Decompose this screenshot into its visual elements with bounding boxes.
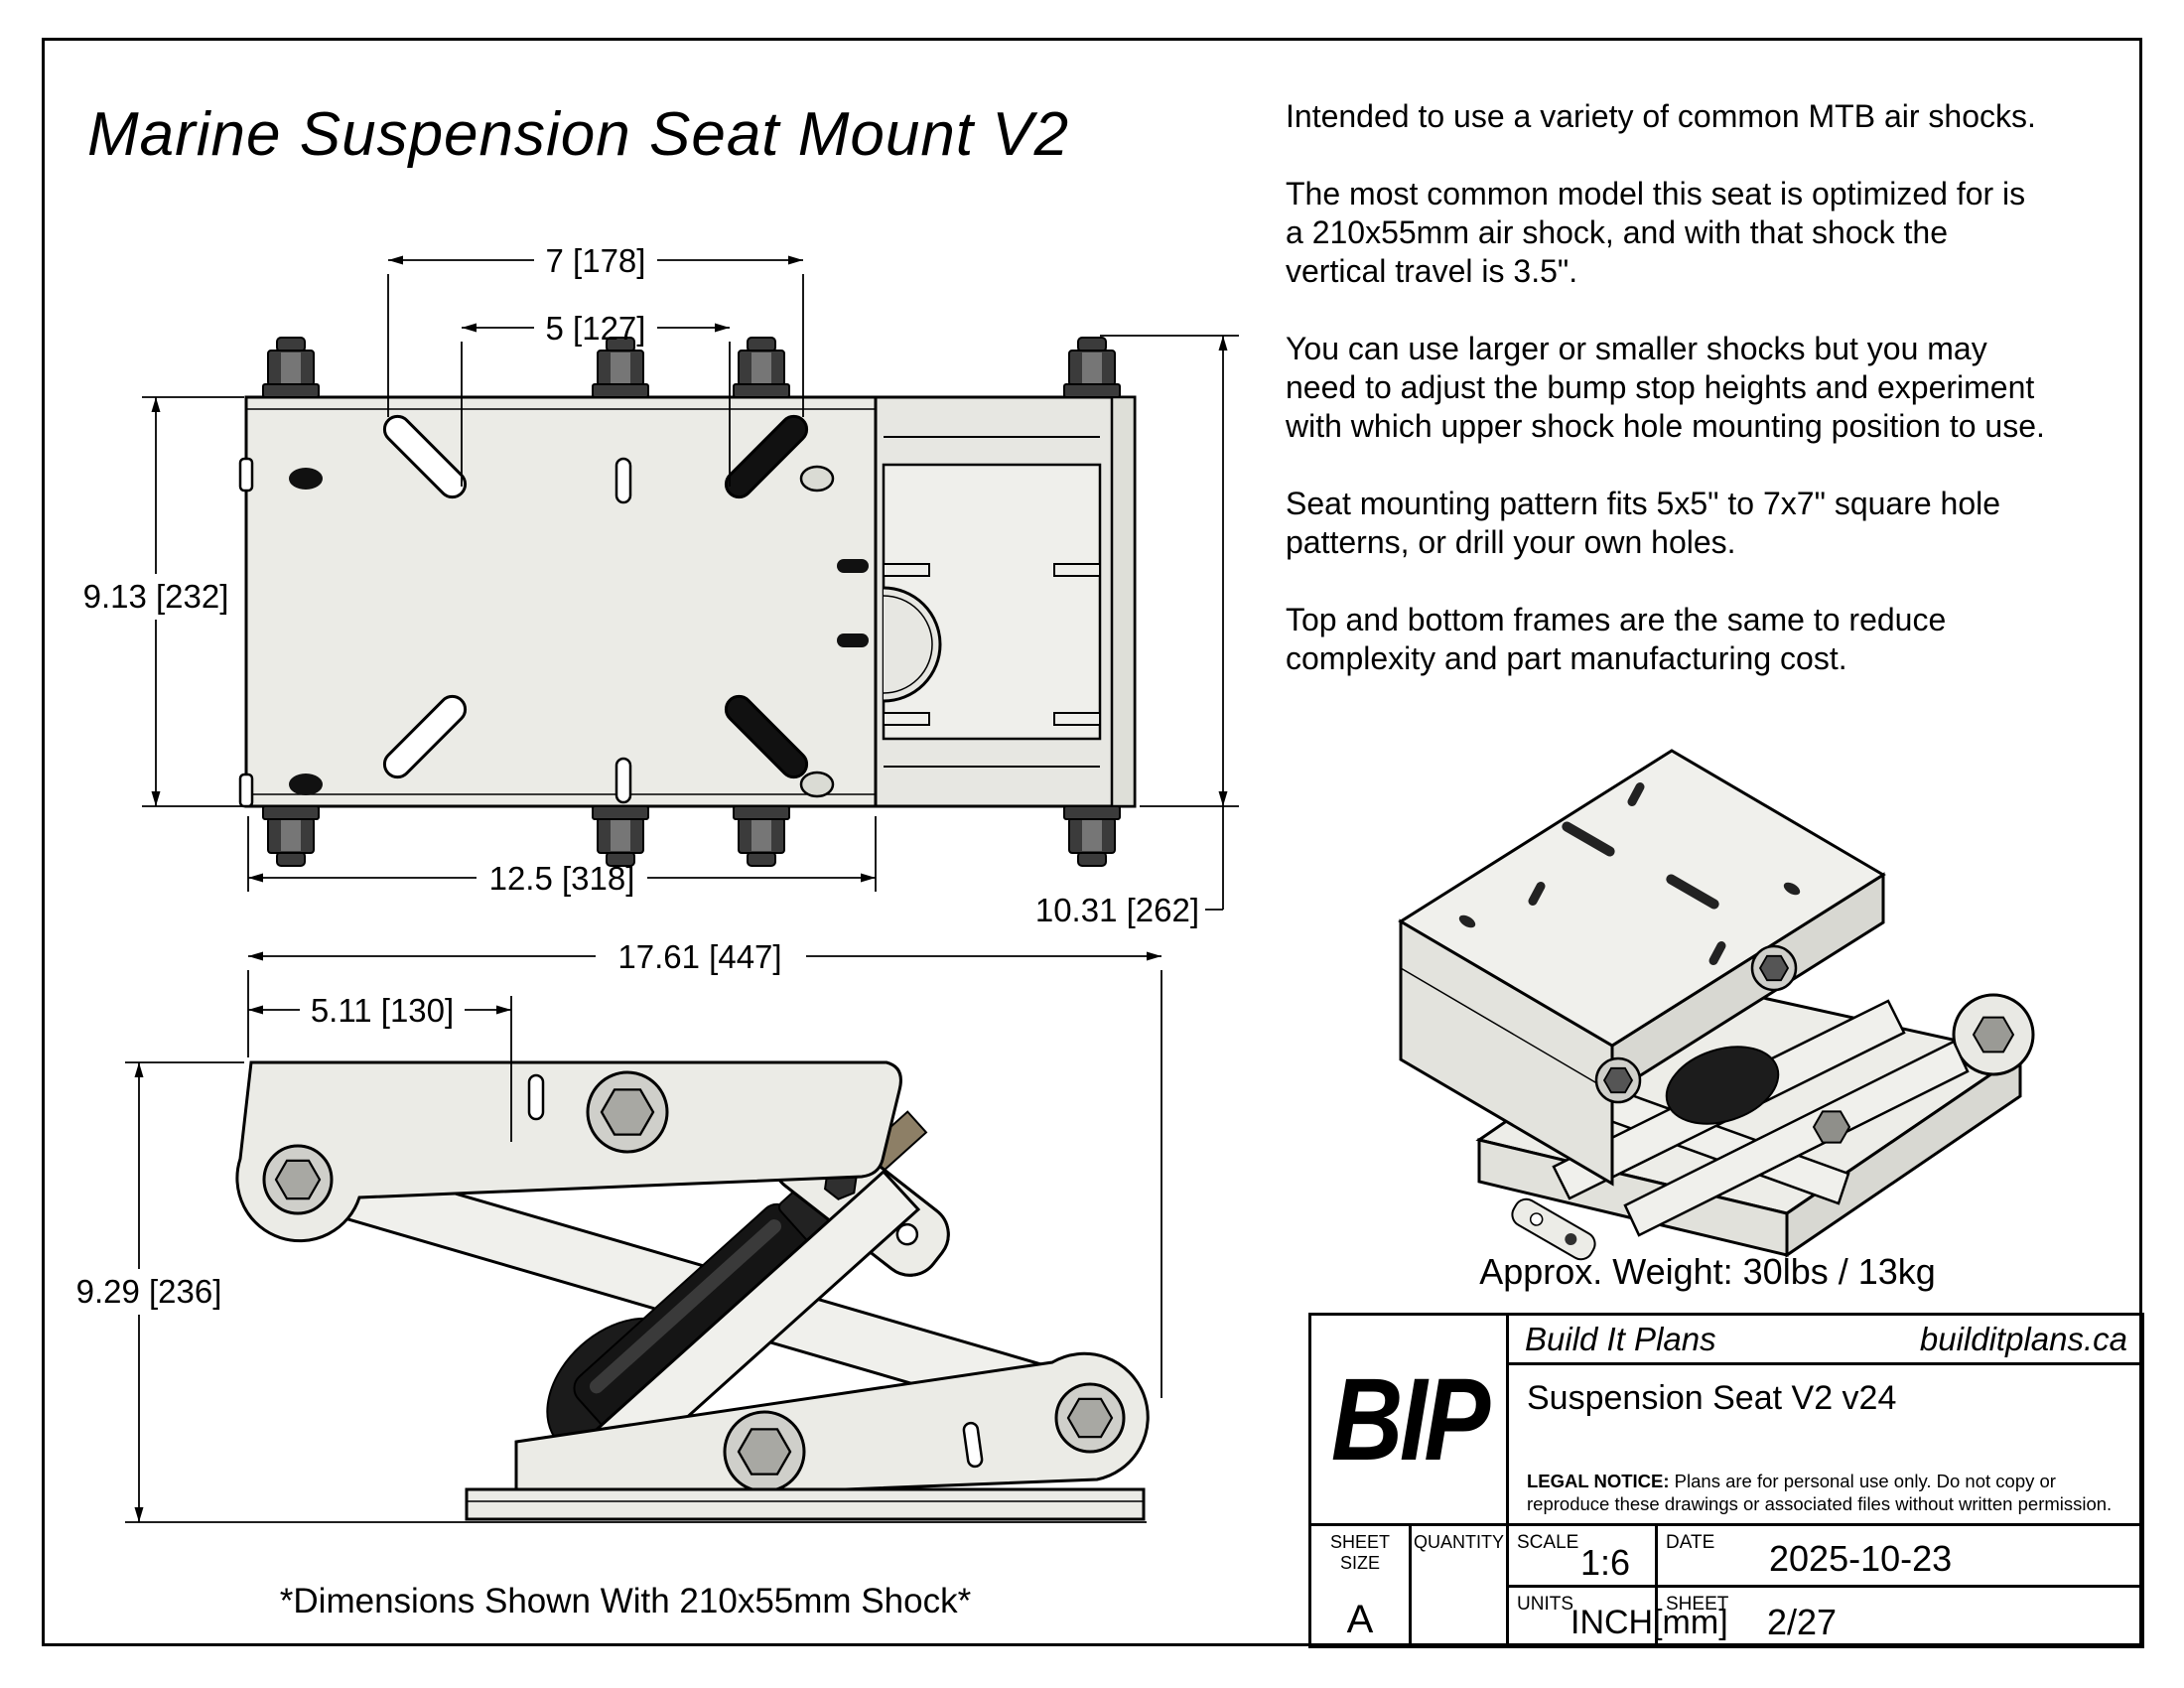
- company-website: builditplans.ca: [1919, 1320, 2127, 1357]
- note-paragraph: Seat mounting pattern fits 5x5" to 7x7" …: [1286, 486, 2001, 560]
- dim-label: 9.13 [232]: [83, 578, 229, 615]
- iso-top-plate: [1398, 749, 1886, 1048]
- sheet-label: SHEET: [1666, 1594, 1729, 1615]
- company-header: Build It Plans builditplans.ca: [1509, 1316, 2141, 1365]
- bolt-hole: [289, 774, 323, 795]
- dimension-plate-depth: [142, 396, 244, 807]
- dim-label: 7 [178]: [546, 242, 646, 279]
- base-plate: [465, 1487, 1146, 1521]
- company-name: Build It Plans: [1525, 1320, 1716, 1357]
- note-paragraph: Top and bottom frames are the same to re…: [1286, 602, 1947, 676]
- drawing-title: Suspension Seat V2 v24: [1527, 1379, 1897, 1417]
- sheet-value: 2/27: [1767, 1602, 1838, 1642]
- units-value: INCH[mm]: [1570, 1604, 1728, 1641]
- title-block: BIP Build It Plans builditplans.ca Suspe…: [1308, 1313, 2144, 1648]
- note-paragraph: Intended to use a variety of common MTB …: [1286, 98, 2036, 134]
- dimension-height: [125, 1061, 1147, 1523]
- dimension-plate-width: [247, 816, 877, 892]
- top-view: 7 [178] 5 [127] 9.13 [232] 12.5 [318]: [83, 242, 1239, 928]
- sheet-size-label: SHEET SIZE: [1329, 1532, 1390, 1573]
- dim-label: 10.31 [262]: [1035, 892, 1199, 928]
- units-cell: UNITS INCH[mm]: [1509, 1588, 1728, 1648]
- bip-logo: BIP: [1330, 1353, 1489, 1485]
- dimension-front-offset: [248, 996, 512, 1142]
- notes-column: Intended to use a variety of common MTB …: [1286, 97, 2159, 717]
- legal-notice: LEGAL NOTICE: Plans are for personal use…: [1527, 1470, 2122, 1515]
- dim-label: 5 [127]: [546, 310, 646, 347]
- scale-label: SCALE: [1517, 1532, 1579, 1553]
- page-title: Marine Suspension Seat Mount V2: [87, 100, 1070, 169]
- bolt-hole: [799, 771, 835, 798]
- quantity-cell: QUANTITY: [1412, 1526, 1509, 1648]
- iso-weight-caption: Approx. Weight: 30lbs / 13kg: [1479, 1251, 1936, 1292]
- seat-mount-slots: [382, 414, 809, 779]
- dimension-bolt-span-inner: [461, 323, 731, 487]
- legal-notice-label: LEGAL NOTICE:: [1527, 1471, 1670, 1491]
- dimension-footnote: *Dimensions Shown With 210x55mm Shock*: [279, 1582, 972, 1620]
- dim-label: 9.29 [236]: [76, 1273, 222, 1310]
- side-view: 17.61 [447] 5.11 [130] 9.29 [236]: [76, 938, 1162, 1523]
- bolt-hole: [289, 468, 323, 490]
- dim-label: 17.61 [447]: [617, 938, 781, 975]
- units-label: UNITS: [1517, 1594, 1573, 1615]
- top-view-side-wall: [874, 395, 1137, 808]
- iso-view: [1398, 749, 2035, 1261]
- logo-cell: BIP: [1311, 1316, 1509, 1526]
- sheet-size-cell: SHEET SIZE A: [1311, 1526, 1412, 1648]
- top-frame-bar: [235, 1060, 902, 1243]
- quantity-label: QUANTITY: [1413, 1532, 1504, 1552]
- note-paragraph: The most common model this seat is optim…: [1286, 176, 2026, 289]
- bolt-hole: [799, 465, 835, 492]
- dimension-overall-depth: [1100, 335, 1239, 911]
- dim-label: 12.5 [318]: [489, 860, 635, 897]
- note-paragraph: You can use larger or smaller shocks but…: [1286, 331, 2045, 444]
- dimension-bolt-span-outer: [387, 255, 804, 417]
- legal-notice-text: Plans are for personal use only. Do not …: [1527, 1471, 2113, 1514]
- dim-label: 5.11 [130]: [311, 992, 454, 1029]
- scale-cell: SCALE 1:6: [1509, 1526, 1658, 1588]
- date-cell: DATE 2025-10-23: [1658, 1526, 2142, 1588]
- sheet-border: [42, 38, 2142, 1646]
- drawing-title-cell: Suspension Seat V2 v24 LEGAL NOTICE: Pla…: [1509, 1365, 2141, 1526]
- sheet-size-value: A: [1346, 1598, 1374, 1641]
- dimension-overall-length: [247, 951, 1162, 1398]
- iso-shock: [1665, 1046, 1780, 1125]
- date-label: DATE: [1666, 1532, 1715, 1553]
- date-value: 2025-10-23: [1769, 1538, 1953, 1579]
- scale-value: 1:6: [1580, 1542, 1631, 1583]
- sheet-number-cell: SHEET 2/27: [1658, 1588, 2142, 1648]
